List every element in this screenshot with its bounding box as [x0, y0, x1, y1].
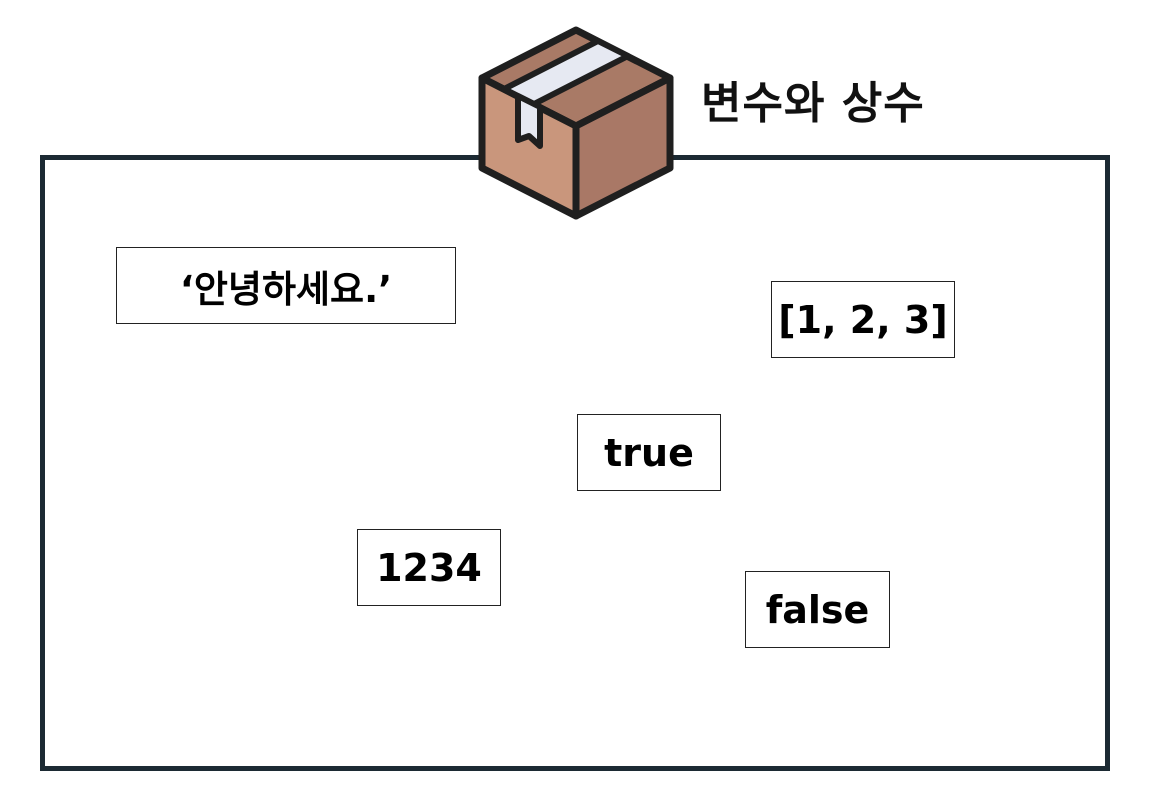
page-title: 변수와 상수 — [701, 78, 925, 129]
true-value-card: true — [577, 414, 721, 491]
number-value-card: 1234 — [357, 529, 501, 606]
cardboard-box-icon — [478, 26, 674, 220]
array-value-card: [1, 2, 3] — [771, 281, 955, 358]
string-value-card: ‘안녕하세요.’ — [116, 247, 456, 324]
false-value-card: false — [745, 571, 890, 648]
